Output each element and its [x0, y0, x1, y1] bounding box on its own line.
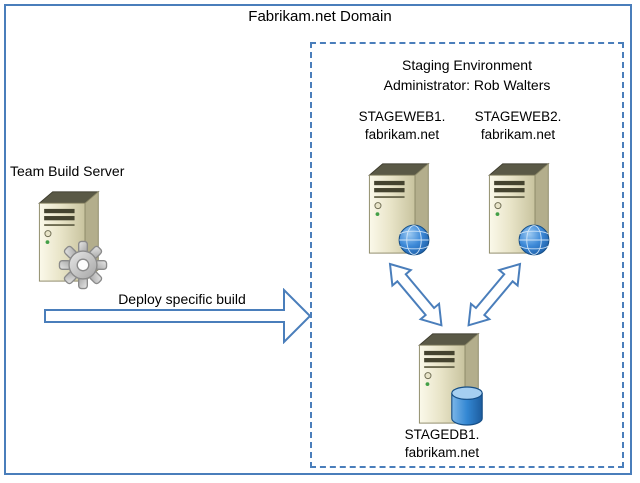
- stageweb1-label: STAGEWEB1. fabrikam.net: [342, 108, 462, 144]
- database-cylinder-icon: [448, 384, 486, 428]
- stageweb1-label-line2: fabrikam.net: [364, 127, 440, 142]
- stagedb1-label-line2: fabrikam.net: [404, 445, 480, 460]
- stageweb1-globe-icon-wrap: [397, 223, 431, 257]
- staging-administrator-label: Administrator: Rob Walters: [383, 77, 551, 93]
- globe-icon: [517, 223, 551, 257]
- stagedb1-label-line1: STAGEDB1.: [404, 427, 480, 442]
- stageweb2-label-line2: fabrikam.net: [480, 127, 556, 142]
- stageweb2-label: STAGEWEB2. fabrikam.net: [458, 108, 578, 144]
- staging-environment-boundary-box: [310, 42, 624, 468]
- staging-environment-title: Staging Environment: [402, 57, 532, 73]
- stageweb2-globe-icon-wrap: [517, 223, 551, 257]
- team-build-server-label: Team Build Server: [10, 163, 125, 179]
- domain-title: Fabrikam.net Domain: [248, 8, 392, 25]
- domain-boundary-box: [4, 4, 632, 475]
- stageweb2-label-line1: STAGEWEB2.: [474, 109, 562, 124]
- stageweb1-label-line1: STAGEWEB1.: [358, 109, 446, 124]
- gear-icon: [58, 240, 108, 290]
- stagedb1-label: STAGEDB1. fabrikam.net: [382, 426, 502, 462]
- build-gear-icon-wrap: [58, 240, 108, 290]
- stagedb1-database-icon-wrap: [448, 384, 486, 428]
- globe-icon: [397, 223, 431, 257]
- deploy-arrow-label: Deploy specific build: [118, 291, 246, 307]
